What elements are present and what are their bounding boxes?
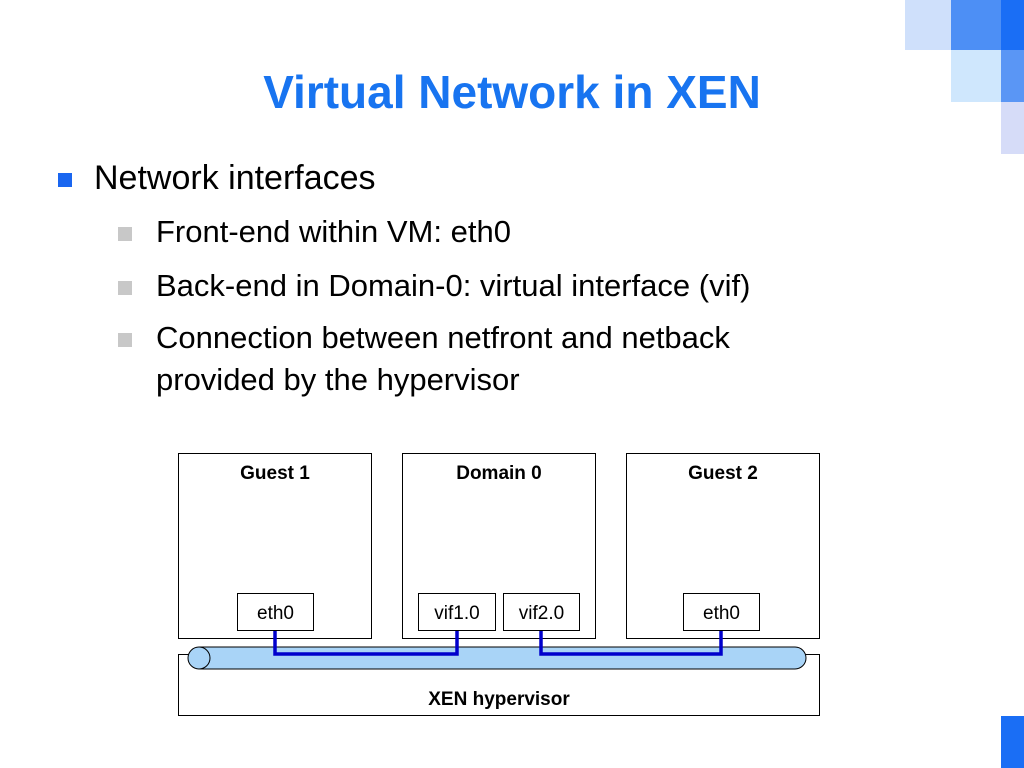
vif1-label: vif1.0 [434, 603, 479, 624]
guest2-label: Guest 2 [688, 463, 758, 484]
sub-bullet-text: Front-end within VM: eth0 [156, 214, 511, 249]
bullet-square-icon [118, 281, 132, 295]
channel-pipe [187, 646, 807, 670]
channel-pipe-end [187, 646, 211, 670]
sub-bullet-text: Back-end in Domain-0: virtual interface … [156, 268, 751, 303]
domain0-label: Domain 0 [456, 463, 542, 484]
decor-square [951, 0, 1001, 50]
hypervisor-label: XEN hypervisor [428, 689, 570, 710]
decor-square [1001, 50, 1024, 102]
guest1-label: Guest 1 [240, 463, 310, 484]
bullet-square-icon [58, 173, 72, 187]
guest1-iface-label: eth0 [257, 603, 294, 624]
sub-bullet-text: provided by the hypervisor [156, 362, 520, 397]
decor-square [905, 0, 951, 50]
sub-bullet-text: Connection between netfront and netback [156, 320, 730, 355]
link-guest1-vif1 [273, 631, 459, 656]
bullet-square-icon [118, 333, 132, 347]
bullet-text: Network interfaces [94, 159, 376, 197]
vif1-box [418, 593, 496, 631]
decor-square [951, 50, 1001, 102]
guest2-iface-label: eth0 [703, 603, 740, 624]
guest2-eth0-box [683, 593, 760, 631]
bullet-square-icon [118, 227, 132, 241]
decor-square [1001, 102, 1024, 154]
vif2-label: vif2.0 [519, 603, 564, 624]
decor-square [1001, 716, 1024, 768]
link-vif2-guest2 [539, 631, 723, 656]
guest1-eth0-box [237, 593, 314, 631]
slide-title: Virtual Network in XEN [263, 66, 761, 118]
vif2-box [503, 593, 580, 631]
decor-square [1001, 0, 1024, 50]
